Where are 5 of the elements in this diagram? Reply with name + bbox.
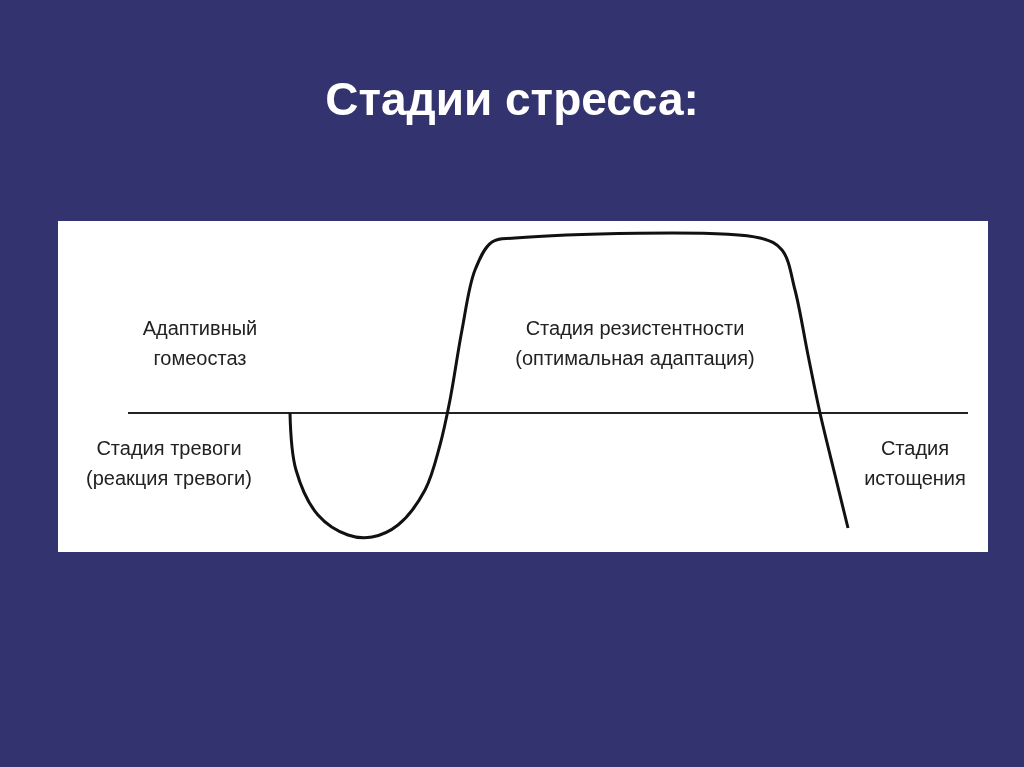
stage-label: Стадия истощения bbox=[863, 436, 967, 491]
slide-title: Стадии стресса: bbox=[324, 72, 700, 126]
stage-label: Адаптивный гомеостаз bbox=[141, 316, 259, 371]
stage-label: Стадия резистентности (оптимальная адаптация) bbox=[514, 316, 756, 371]
stage-label: Стадия тревоги (реакция тревоги) bbox=[85, 436, 253, 491]
